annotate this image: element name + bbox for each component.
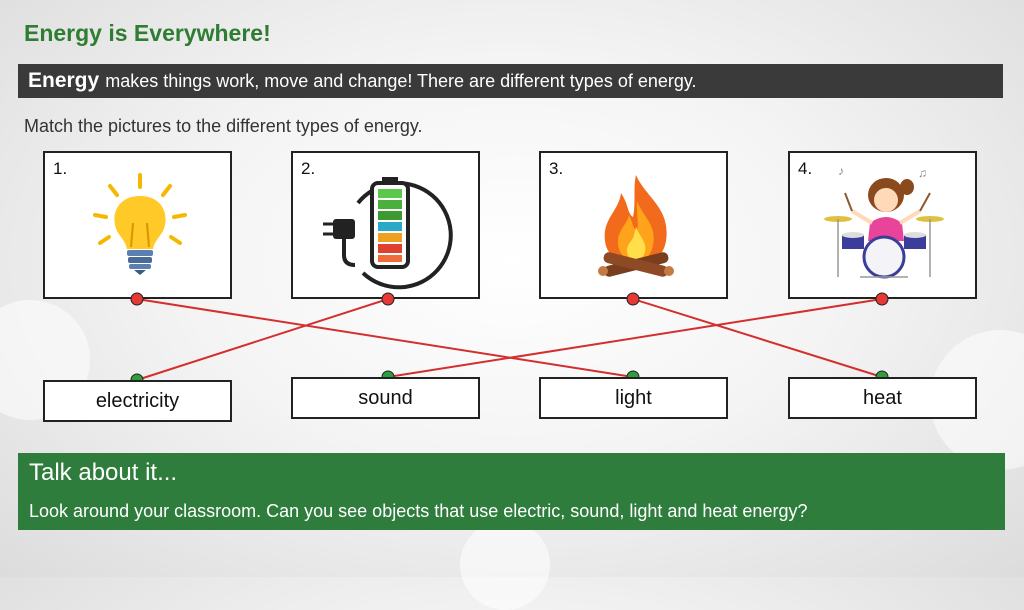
card-connector-dot[interactable] (381, 292, 395, 306)
word-box-electricity[interactable]: electricity (43, 380, 232, 422)
drummer-icon: ♪ ♫ (824, 164, 944, 279)
banner-bold-word: Energy (28, 69, 100, 92)
match-line-2-electricity (136, 298, 389, 381)
talk-title: Talk about it... (29, 459, 178, 486)
word-box-heat[interactable]: heat (788, 377, 977, 419)
matching-lines (130, 292, 889, 387)
intro-banner: Energy makes things work, move and chang… (18, 64, 1003, 98)
match-line-1-light (136, 298, 634, 378)
word-box-light[interactable]: light (539, 377, 728, 419)
word-box-sound[interactable]: sound (291, 377, 480, 419)
instruction-text: Match the pictures to the different type… (24, 116, 423, 136)
page-title: Energy is Everywhere! (24, 20, 271, 46)
svg-text:♪: ♪ (838, 164, 844, 178)
lightbulb-icon (93, 173, 187, 275)
card-connector-dot[interactable] (130, 292, 144, 306)
talk-about-it-panel: Talk about it... Look around your classr… (18, 453, 1005, 530)
card-number: 2. (301, 159, 316, 178)
card-connector-dot[interactable] (875, 292, 889, 306)
picture-card-2[interactable]: 2. (291, 151, 480, 299)
picture-card-1[interactable]: 1. (43, 151, 232, 299)
battery-plug-icon (323, 177, 453, 290)
campfire-icon (598, 175, 674, 277)
match-line-4-sound (387, 298, 883, 378)
picture-card-3[interactable]: 3. (539, 151, 728, 299)
talk-body: Look around your classroom. Can you see … (29, 501, 808, 521)
card-number: 1. (53, 159, 68, 178)
picture-card-4[interactable]: 4. ♪ ♫ (788, 151, 977, 299)
card-connector-dot[interactable] (626, 292, 640, 306)
match-line-3-heat (632, 298, 883, 378)
svg-text:♫: ♫ (918, 166, 927, 180)
card-number: 4. (798, 159, 813, 178)
card-number: 3. (549, 159, 564, 178)
banner-text: makes things work, move and change! Ther… (105, 70, 697, 91)
